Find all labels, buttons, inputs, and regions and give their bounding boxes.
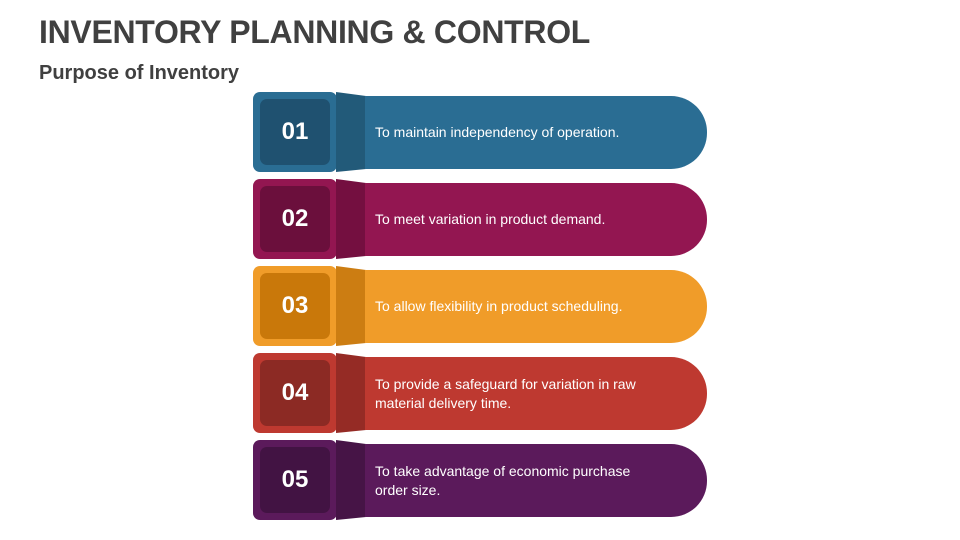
number-box-outer: 05 [253,440,337,520]
description-text: To meet variation in product demand. [375,211,606,227]
description-band: To maintain independency of operation. [365,96,707,169]
page-title: INVENTORY PLANNING & CONTROL [39,14,591,50]
purpose-item-2: 02 To meet variation in product demand. [253,179,707,259]
number-box-outer: 03 [253,266,337,346]
page-subtitle: Purpose of Inventory [39,62,240,84]
connector-wedge [336,179,366,259]
description-band: To meet variation in product demand. [365,183,707,256]
connector-wedge [336,92,366,172]
number-box-outer: 01 [253,92,337,172]
number-badge: 03 [260,273,330,339]
connector-wedge [336,266,366,346]
description-text: To maintain independency of operation. [375,124,620,140]
number-box-outer: 04 [253,353,337,433]
connector-wedge [336,353,366,433]
number-badge: 05 [260,447,330,513]
purpose-item-1: 01 To maintain independency of operation… [253,92,707,172]
description-band: To take advantage of economic purchase o… [365,444,707,517]
purpose-item-5: 05 To take advantage of economic purchas… [253,440,707,520]
description-text: To take advantage of economic purchase o… [375,462,631,498]
number-badge: 01 [260,99,330,165]
number-box-outer: 02 [253,179,337,259]
description-band: To allow flexibility in product scheduli… [365,270,707,343]
number-badge: 02 [260,186,330,252]
description-text: To provide a safeguard for variation in … [375,375,636,411]
purpose-item-4: 04 To provide a safeguard for variation … [253,353,707,433]
description-band: To provide a safeguard for variation in … [365,357,707,430]
connector-wedge [336,440,366,520]
purpose-item-3: 03 To allow flexibility in product sched… [253,266,707,346]
description-text: To allow flexibility in product scheduli… [375,298,623,314]
number-badge: 04 [260,360,330,426]
